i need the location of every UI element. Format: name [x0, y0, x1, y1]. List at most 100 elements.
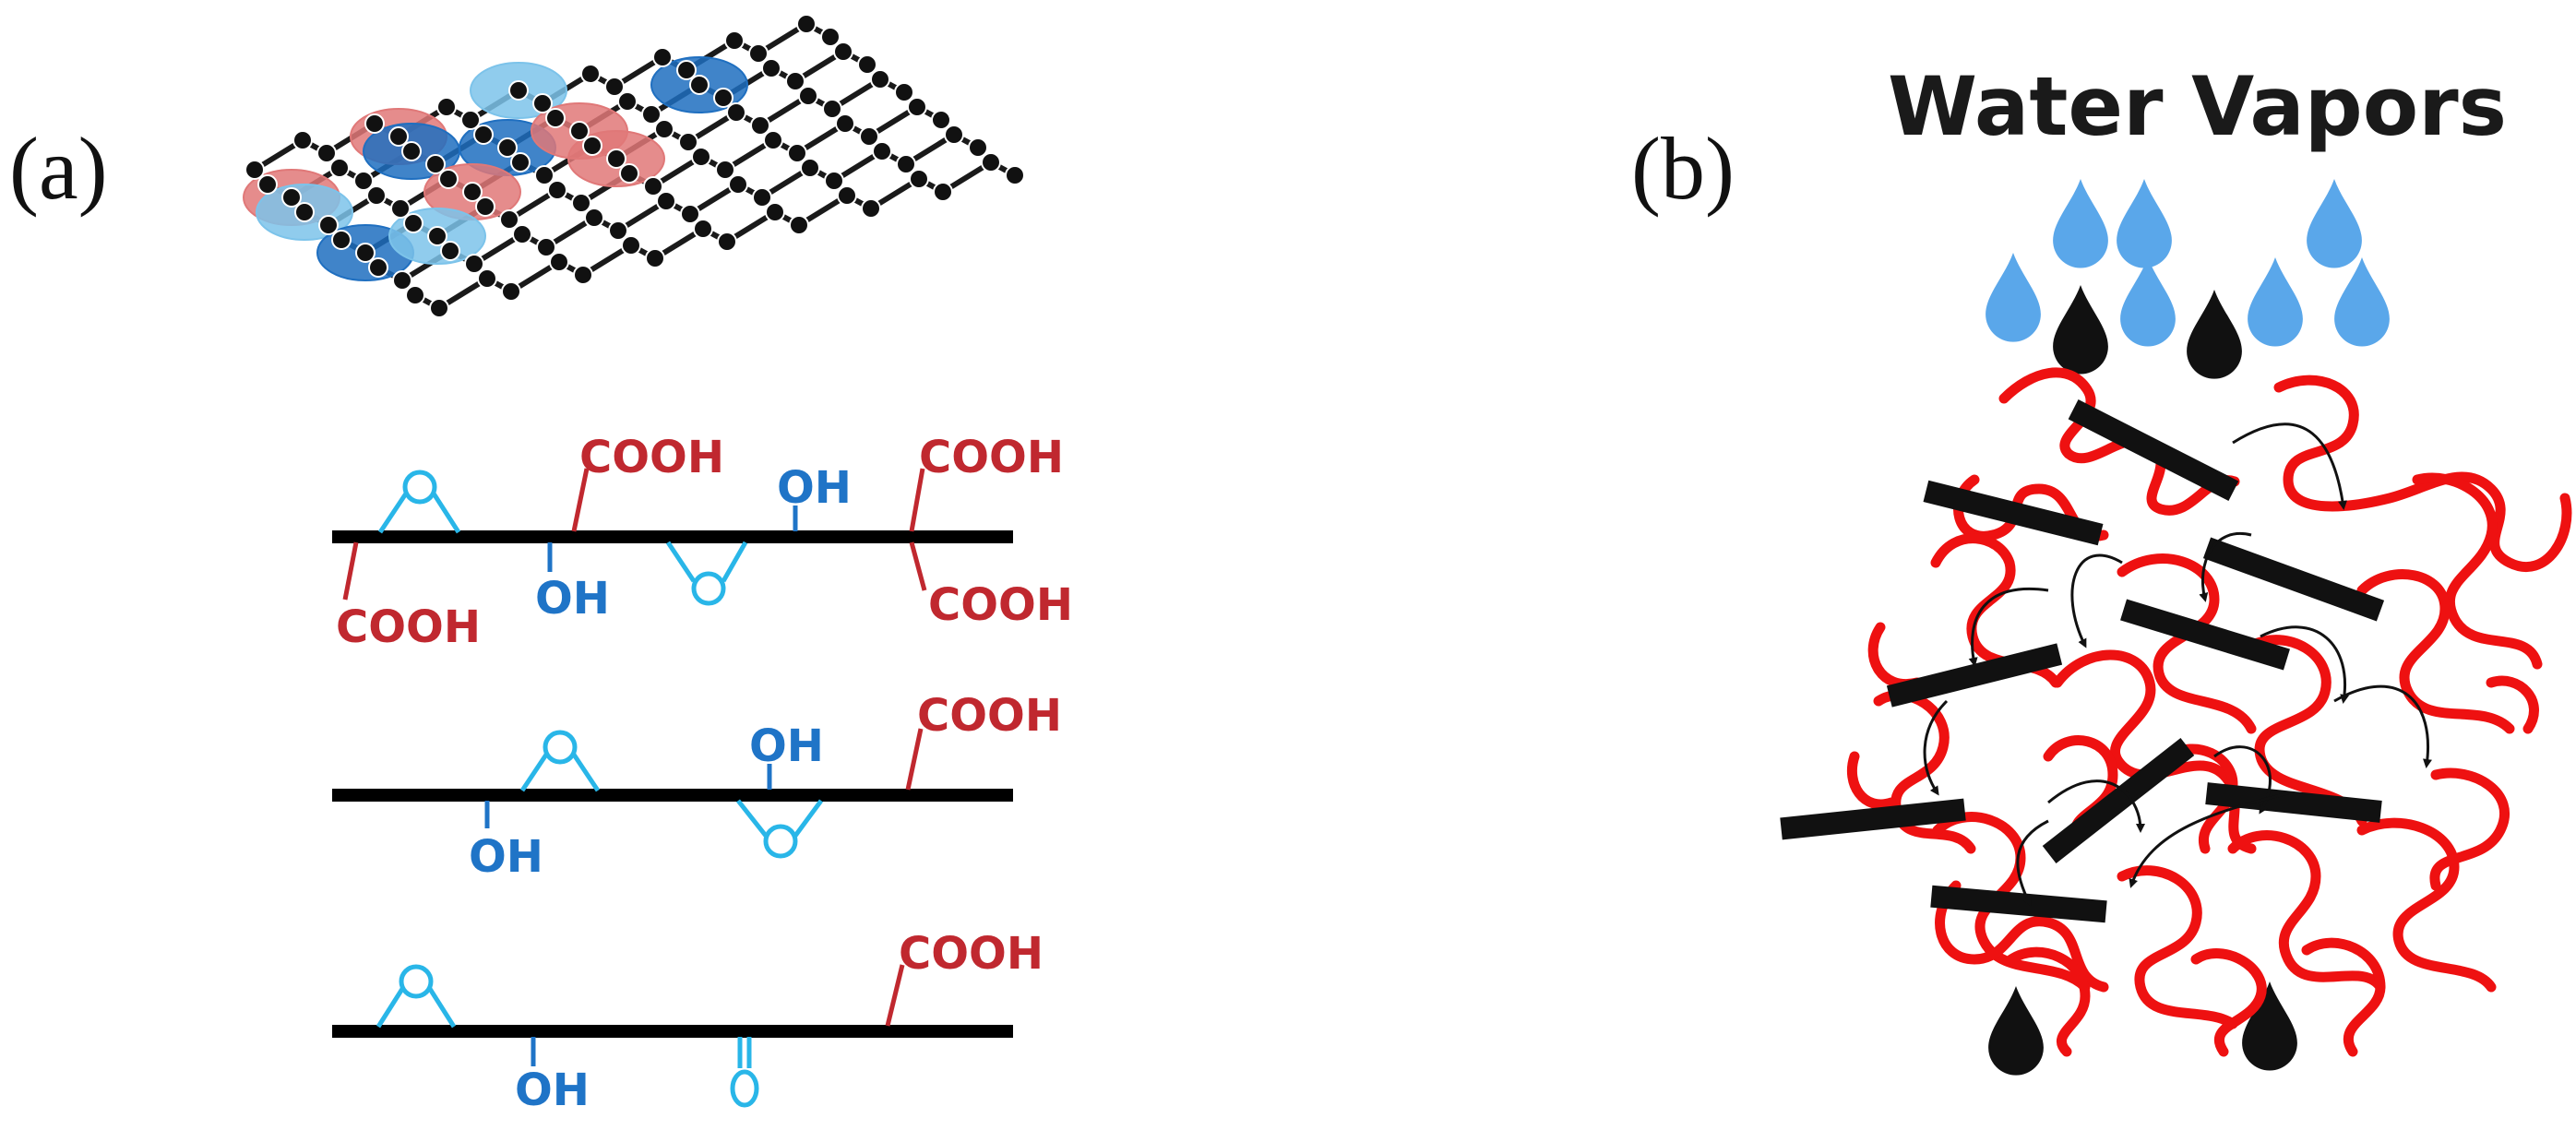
carbon-atom	[477, 268, 497, 289]
carbon-atom	[944, 125, 964, 145]
carbon-atom	[536, 237, 556, 257]
carbon-atom	[676, 60, 697, 80]
carbon-atom	[427, 226, 447, 246]
polymer-chain	[2006, 946, 2091, 1057]
carbon-atom	[641, 104, 662, 125]
carbon-atom	[473, 125, 494, 145]
carbon-atom	[547, 180, 567, 200]
carboxyl-label: COOH	[917, 690, 1062, 742]
carbon-atom	[582, 136, 602, 156]
carbon-atom	[752, 187, 772, 208]
carbon-atom	[532, 93, 553, 113]
carbonyl-group	[730, 1037, 759, 1108]
polymer-chain	[2190, 948, 2267, 1057]
carbon-atom	[748, 43, 769, 64]
carbon-atom	[617, 91, 638, 112]
carbon-atom	[1005, 165, 1025, 185]
carbon-atom	[608, 220, 628, 241]
carbon-atom	[693, 219, 713, 239]
carbon-atom	[281, 187, 302, 208]
carbon-atom	[329, 158, 350, 178]
carbon-atom	[896, 154, 916, 174]
platelet	[1780, 798, 1966, 840]
carbon-atom	[497, 137, 518, 158]
polymer-chain	[2429, 767, 2510, 891]
carbon-atom	[292, 130, 313, 150]
carbon-atom	[534, 165, 555, 185]
carbon-atom	[364, 113, 385, 134]
epoxide-group	[665, 541, 748, 606]
diffusion-arrow	[2213, 745, 2272, 815]
polymer-chain	[2301, 937, 2386, 1057]
panel-a: (a) COOH OH	[9, 14, 1073, 1116]
carbon-atom	[907, 97, 927, 117]
carbon-atom	[680, 204, 700, 224]
water-drop-icon	[2334, 257, 2390, 347]
carbon-atom	[765, 202, 785, 222]
platelet	[2068, 399, 2239, 501]
water-drops	[1986, 179, 2390, 347]
carbon-atom	[353, 171, 374, 191]
carbon-atom	[510, 152, 531, 172]
carbon-atom	[244, 160, 265, 180]
epoxide-group	[376, 964, 457, 1029]
carbon-atom	[573, 265, 593, 285]
panel-b-label: (b)	[1631, 119, 1735, 218]
go-sheet-3: OH COOH	[332, 928, 1044, 1116]
black-drop-icon	[2242, 981, 2297, 1071]
carbon-atom	[763, 130, 783, 150]
water-drop-icon	[2053, 179, 2108, 268]
platelet	[1930, 885, 2107, 923]
polymer-chain	[2117, 865, 2238, 1029]
water-drop-icon	[2248, 257, 2303, 347]
carbon-atom	[724, 30, 745, 51]
panel-b: (b) Water Vapors	[1631, 59, 2572, 1076]
lattice-atoms	[244, 14, 1025, 318]
carbon-atom	[545, 108, 566, 128]
diffusion-arrow	[2047, 779, 2145, 833]
carbon-atom	[604, 77, 625, 97]
carbon-atom	[499, 209, 519, 230]
carbon-atom	[569, 121, 590, 141]
carbon-atom	[717, 232, 737, 252]
diffusion-arrow	[1923, 699, 1949, 796]
carbon-atom	[584, 208, 604, 228]
carbon-atom	[355, 243, 376, 263]
carbon-atom	[460, 110, 481, 130]
carbon-atom	[512, 224, 532, 244]
carbon-atom	[678, 132, 698, 152]
carbon-atom	[787, 143, 807, 163]
carbon-atom	[390, 198, 411, 219]
carbon-atom	[656, 191, 676, 211]
platelet	[2202, 537, 2385, 622]
panel-a-label: (a)	[9, 119, 108, 218]
polymer-chain	[1846, 751, 1897, 810]
platelet	[2205, 782, 2382, 823]
polymer-chain	[2163, 743, 2238, 854]
carboxyl-bond	[909, 468, 925, 532]
diffusion-arrow	[1968, 588, 2049, 667]
hydroxyl-label: OH	[777, 462, 852, 514]
carbon-atom	[654, 119, 674, 139]
diffusion-arrow	[2333, 684, 2432, 768]
water-drop-icon	[1986, 253, 2041, 342]
carbon-atom	[440, 241, 460, 261]
carbon-atom	[820, 27, 841, 47]
carbon-atom	[580, 64, 601, 84]
carbon-atom	[316, 143, 337, 163]
carbon-atom	[606, 149, 626, 169]
epoxide-group	[736, 799, 824, 859]
diffusion-arrow	[2016, 819, 2049, 907]
go-sheet-2: OH OH COOH	[332, 690, 1062, 883]
carbon-atom	[691, 147, 711, 167]
carbon-atom	[621, 235, 641, 256]
epoxide-group	[377, 470, 461, 534]
carbon-atom	[870, 69, 890, 89]
carboxyl-label: COOH	[336, 601, 481, 653]
black-drop-icon	[2187, 290, 2242, 379]
carbon-atom	[789, 215, 809, 235]
carbon-atom	[833, 42, 853, 62]
polymer-chain	[2412, 472, 2543, 670]
carbon-atom	[785, 71, 805, 91]
carbon-atom	[294, 202, 315, 222]
